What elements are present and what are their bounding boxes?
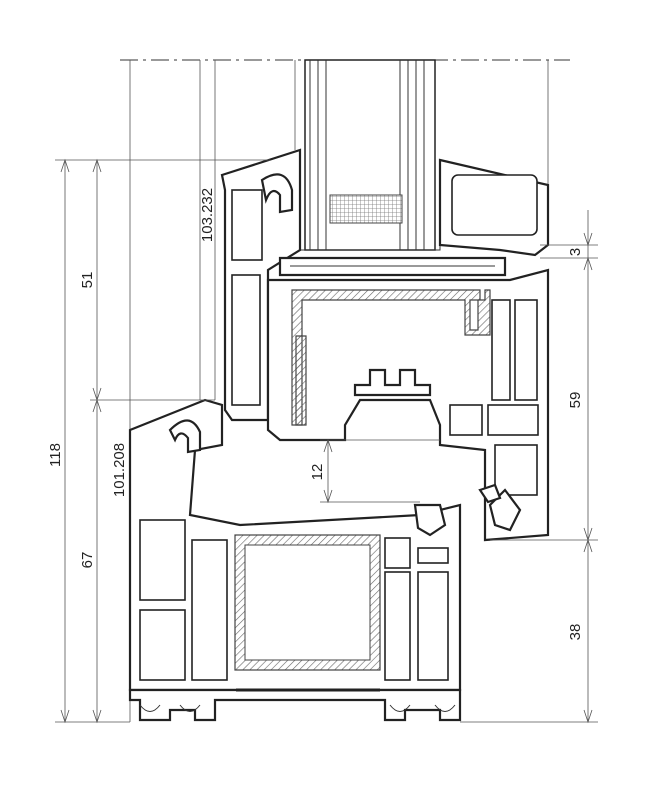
sash-upper-profile (220, 148, 550, 422)
frame-profile (128, 398, 462, 722)
dimension-101-208: 101.208 (111, 443, 128, 497)
sash-main-profile (266, 268, 550, 542)
dimension-67: 67 (79, 552, 96, 569)
right-dimensions (460, 210, 598, 724)
dimension-103-232: 103.232 (199, 188, 216, 242)
dimension-12: 12 (309, 464, 326, 481)
dimension-3: 3 (567, 248, 584, 256)
dimension-51: 51 (79, 272, 96, 289)
dimension-38: 38 (567, 624, 584, 641)
dimension-118: 118 (47, 443, 64, 467)
dimension-59: 59 (567, 392, 584, 409)
glass-spacer-mesh (329, 194, 403, 224)
rebate-dimension (320, 438, 440, 504)
glass-unit (299, 59, 441, 251)
left-dimensions (55, 158, 270, 724)
